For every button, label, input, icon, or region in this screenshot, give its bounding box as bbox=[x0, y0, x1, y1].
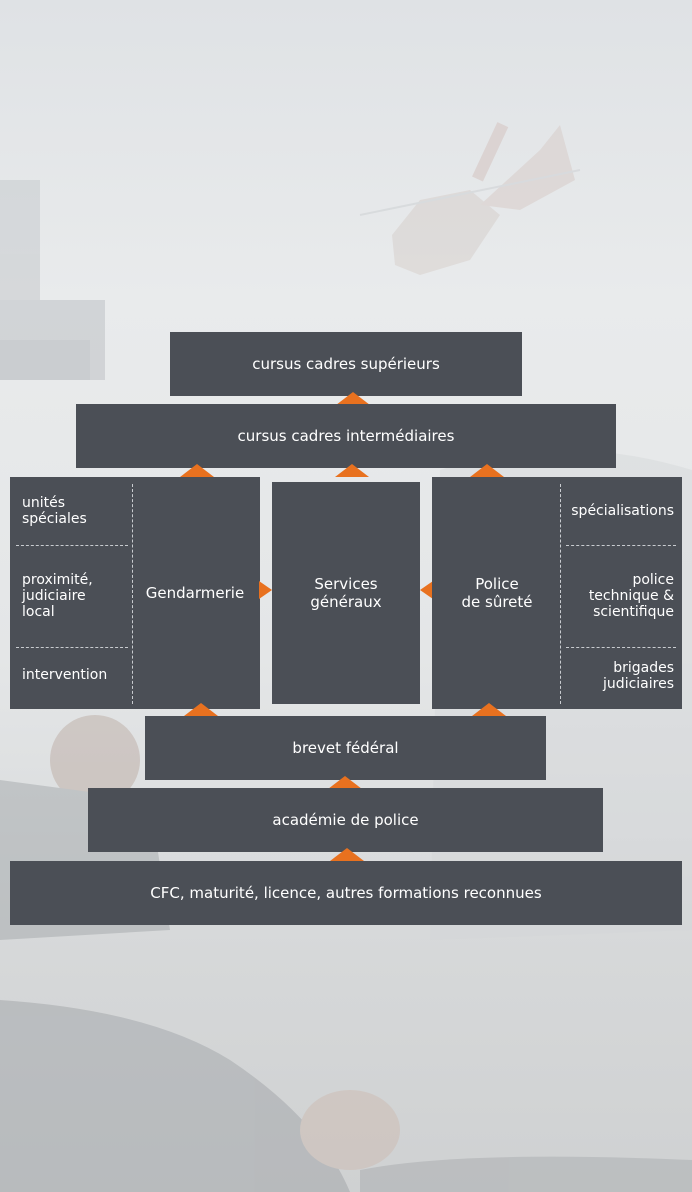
police-surete-title: Police de sûreté bbox=[461, 575, 533, 611]
arrow-right-to-services-icon bbox=[259, 581, 272, 599]
arrow-up-surete-icon bbox=[470, 464, 504, 477]
gendarmerie-sub-divider-2 bbox=[16, 647, 128, 648]
arrow-up-brevet-left-icon bbox=[184, 703, 218, 716]
helicopter-silhouette bbox=[359, 122, 581, 275]
cursus-cadres-superieurs-label: cursus cadres supérieurs bbox=[252, 355, 440, 373]
arrow-up-to-superieurs-icon bbox=[336, 392, 370, 405]
arrow-up-academie-icon bbox=[328, 776, 362, 789]
gendarmerie-sub-proximite: proximité, judiciaire local bbox=[22, 572, 93, 620]
arrow-up-gendarmerie-icon bbox=[180, 464, 214, 477]
arrow-up-services-icon bbox=[335, 464, 369, 477]
building-silhouette bbox=[0, 180, 105, 380]
arrow-up-brevet-right-icon bbox=[472, 703, 506, 716]
brevet-federal-label: brevet fédéral bbox=[292, 739, 399, 757]
surete-sub-specialisations: spécialisations bbox=[571, 503, 674, 519]
gendarmerie-sub-divider-1 bbox=[16, 545, 128, 546]
gendarmerie-panel bbox=[10, 477, 260, 709]
brevet-federal-box: brevet fédéral bbox=[145, 716, 546, 780]
academie-de-police-box: académie de police bbox=[88, 788, 603, 852]
gendarmerie-divider bbox=[132, 484, 133, 704]
gendarmerie-sub-unites-speciales: unités spéciales bbox=[22, 495, 87, 527]
cursus-cadres-intermediaires-box: cursus cadres intermédiaires bbox=[76, 404, 616, 468]
surete-sub-divider-1 bbox=[566, 545, 676, 546]
police-surete-panel bbox=[432, 477, 682, 709]
gendarmerie-sub-intervention: intervention bbox=[22, 667, 108, 683]
academie-de-police-label: académie de police bbox=[272, 811, 419, 829]
surete-sub-brigades: brigades judiciaires bbox=[603, 660, 674, 692]
services-generaux-box: Services généraux bbox=[272, 482, 420, 704]
surete-sub-police-technique: police technique & scientifique bbox=[588, 572, 674, 620]
surete-divider bbox=[560, 484, 561, 704]
formations-reconnues-box: CFC, maturité, licence, autres formation… bbox=[10, 861, 682, 925]
formations-reconnues-label: CFC, maturité, licence, autres formation… bbox=[150, 884, 542, 902]
gendarmerie-title: Gendarmerie bbox=[145, 584, 245, 602]
cursus-cadres-intermediaires-label: cursus cadres intermédiaires bbox=[237, 427, 455, 445]
arrow-left-to-services-icon bbox=[420, 581, 433, 599]
cursus-cadres-superieurs-box: cursus cadres supérieurs bbox=[170, 332, 522, 396]
arrow-up-base-icon bbox=[330, 848, 364, 861]
surete-sub-divider-2 bbox=[566, 647, 676, 648]
